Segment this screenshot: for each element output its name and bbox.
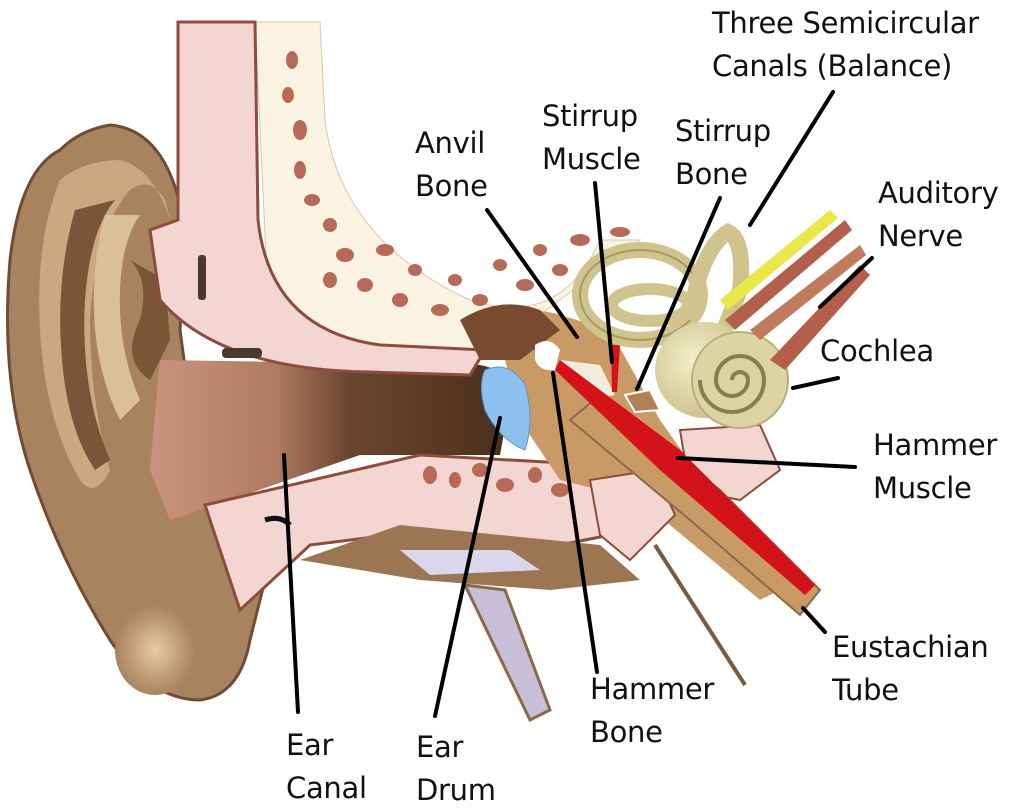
label-hammer-muscle: Hammer Muscle [873, 428, 998, 505]
leader-auditory-nerve [818, 256, 874, 309]
temporal-bone [254, 21, 642, 361]
eardrum-shape [481, 366, 531, 451]
leader-semicircular-canals [748, 90, 835, 227]
label-ear-canal: Ear Canal [286, 728, 367, 805]
leader-ear-canal [282, 453, 300, 714]
leader-stirrup-bone [635, 196, 722, 391]
auditory-nerve-shape [720, 210, 870, 370]
label-eustachian-tube: Eustachian Tube [832, 630, 989, 707]
label-auditory-nerve: Auditory Nerve [878, 176, 999, 253]
leader-anvil-bone [485, 208, 579, 339]
leader-cochlea [791, 376, 840, 390]
leader-hammer-bone [551, 371, 599, 674]
label-ear-drum: Ear Drum [416, 730, 496, 807]
label-semicircular-canals: Three Semicircular Canals (Balance) [712, 6, 979, 83]
leader-hammer-muscle [676, 456, 857, 469]
leader-eustachian-tube [801, 606, 827, 634]
leader-ear-drum [433, 416, 502, 718]
label-hammer-bone: Hammer Bone [590, 672, 715, 749]
upper-bone-band [148, 20, 488, 377]
label-stirrup-bone: Stirrup Bone [675, 114, 771, 191]
inner-ear [572, 222, 789, 429]
leader-lines [282, 90, 874, 718]
label-stirrup-muscle: Stirrup Muscle [542, 99, 641, 176]
outer-ear-auricle [6, 123, 282, 702]
leader-stirrup-muscle [593, 181, 614, 364]
label-cochlea: Cochlea [820, 334, 934, 368]
label-anvil-bone: Anvil Bone [415, 126, 488, 203]
ear-canal-shape [150, 360, 510, 520]
